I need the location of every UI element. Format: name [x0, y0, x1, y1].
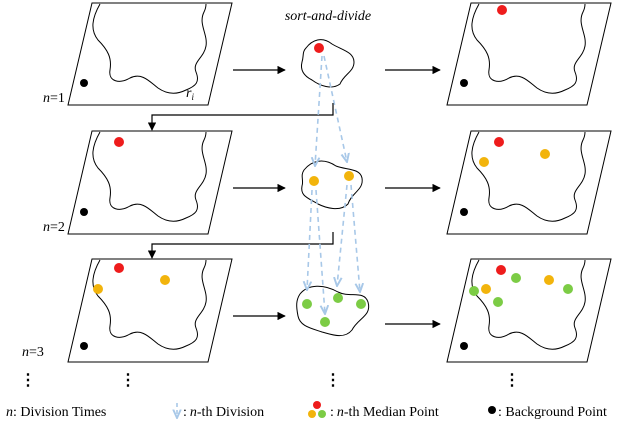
ellipsis-rowlabel: ⋮	[20, 372, 36, 389]
region-shape-right-2	[471, 131, 586, 222]
region-shape-left-2	[92, 131, 207, 222]
background-point-right-2	[460, 208, 468, 216]
median-point-green-mid-3a	[302, 299, 312, 309]
background-point-left-3	[80, 342, 88, 350]
median-point-green-right-3d	[493, 297, 503, 307]
continuation-ellipses: ⋮ ⋮ ⋮ ⋮	[20, 372, 520, 389]
legend-orange-dot	[308, 410, 316, 418]
median-point-green-mid-3b	[333, 293, 343, 303]
median-point-orange-right-2b	[540, 149, 550, 159]
legend: n: Division Times :n-th Division :n-th M…	[6, 401, 607, 420]
row-label-1: n=1	[43, 91, 65, 106]
median-point-orange-mid-2a	[309, 176, 319, 186]
background-point-right-1	[460, 79, 468, 87]
legend-green-dot	[318, 410, 326, 418]
panel-right-3	[446, 258, 612, 363]
background-point-left-2	[80, 208, 88, 216]
panel-right-1	[446, 2, 612, 106]
region-mid-2	[301, 160, 363, 210]
median-point-red-right-1	[497, 5, 507, 15]
legend-red-dot	[313, 401, 321, 409]
diagram-title: sort-and-divide	[285, 9, 371, 24]
panel-left-3	[67, 258, 233, 363]
panel-left-1	[67, 2, 233, 106]
region-shape-left-3	[92, 259, 207, 350]
median-point-orange-right-2a	[479, 157, 489, 167]
svg-text:: Background Point: : Background Point	[498, 405, 607, 420]
median-point-green-mid-3c	[356, 299, 366, 309]
median-point-orange-left-3a	[93, 284, 103, 294]
median-point-red-right-3	[496, 265, 506, 275]
median-point-orange-mid-2b	[344, 171, 354, 181]
region-mid-1	[301, 39, 355, 88]
row-label-3: n=3	[22, 345, 44, 360]
row-1: ri n=1	[43, 2, 612, 106]
row-2: n=2	[43, 130, 612, 235]
connector-2-3	[147, 232, 334, 259]
ellipsis-mid: ⋮	[325, 372, 341, 389]
median-point-orange-right-3a	[481, 284, 491, 294]
median-point-red-left-2	[114, 137, 124, 147]
region-shape-left-1	[92, 3, 207, 94]
median-point-green-mid-3d	[320, 317, 330, 327]
legend-background-point: : Background Point	[488, 405, 607, 420]
row-label-2: n=2	[43, 220, 65, 235]
region-shape-right-1	[471, 3, 586, 94]
legend-nth-division: :n-th Division	[177, 403, 264, 420]
region-label: ri	[186, 86, 194, 102]
median-point-green-right-3b	[469, 286, 479, 296]
median-point-red-left-3	[114, 263, 124, 273]
background-point-right-3	[460, 342, 468, 350]
median-point-red-mid-1	[314, 43, 324, 53]
svg-text::n-th Median Point: :n-th Median Point	[330, 405, 439, 420]
ellipsis-left: ⋮	[120, 372, 136, 389]
median-point-orange-left-3b	[160, 275, 170, 285]
ellipsis-right: ⋮	[504, 372, 520, 389]
legend-black-dot	[488, 406, 496, 414]
median-point-orange-right-3b	[544, 275, 554, 285]
panel-left-2	[67, 130, 233, 235]
median-point-green-right-3a	[511, 273, 521, 283]
legend-median-point: :n-th Median Point	[308, 401, 439, 420]
row-3: n=3	[22, 258, 612, 363]
region-mid-3	[296, 285, 370, 337]
median-point-red-right-2	[494, 137, 504, 147]
region-shape-right-3	[471, 259, 586, 350]
svg-text::n-th Division: :n-th Division	[183, 405, 264, 420]
median-point-green-right-3c	[563, 284, 573, 294]
connector-1-2	[147, 103, 334, 131]
background-point-left-1	[80, 79, 88, 87]
division-arrows	[307, 55, 360, 314]
panel-right-2	[446, 130, 612, 235]
legend-division-times: n: Division Times	[6, 405, 106, 420]
